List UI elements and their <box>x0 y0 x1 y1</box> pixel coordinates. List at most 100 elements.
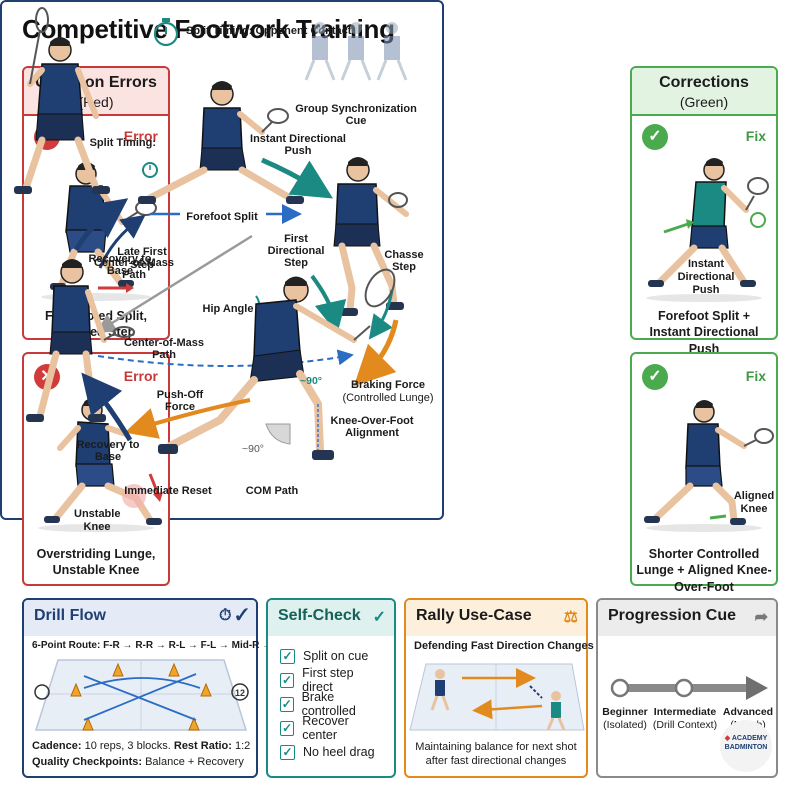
com-path-dashed-arrow <box>97 349 354 367</box>
rally-court-illustration <box>409 663 585 731</box>
checkbox-icon[interactable]: ✓ <box>280 720 295 736</box>
balance-scale-icon: ⚖ <box>563 609 578 626</box>
timer-12-label: 12 <box>235 688 245 698</box>
corrections-title: Corrections <box>659 74 749 91</box>
academy-logo: ◆ ACADEMY BADMINTON <box>720 720 772 772</box>
rest-ratio-label: Rest Ratio: <box>173 740 232 752</box>
self-check-title: Self-Check <box>278 607 361 624</box>
logo-shield-icon: ◆ <box>724 735 731 742</box>
checkpoints-label: Quality Checkpoints: <box>32 756 143 768</box>
controlled-lunge-label: (Controlled Lunge) <box>342 392 433 404</box>
chasse-step-player <box>333 157 409 316</box>
angle-90-bottom-label: ~90° <box>242 443 264 455</box>
cadence-line: Cadence: 10 reps, 3 blocks. Rest Ratio: … <box>32 740 250 752</box>
deep-lunge-player <box>158 268 396 460</box>
rally-caption: Maintaining balance for next shot after … <box>415 741 577 768</box>
checkbox-icon[interactable]: ✓ <box>280 648 295 664</box>
drill-flow-panel: Drill Flow ⏱ ✓ 6-Point Route: F-R → R-R … <box>22 598 302 778</box>
page-title: Competitive Footwork Training <box>22 14 395 44</box>
checkbox-icon[interactable]: ✓ <box>280 696 294 712</box>
aligned-knee-label: Aligned Knee <box>733 490 775 516</box>
controlled-lunge-illustration <box>644 400 774 532</box>
recovery-arrow-top-2 <box>98 214 146 269</box>
rally-subtitle: Defending Fast Direction Changes <box>414 640 594 652</box>
checkbox-icon[interactable]: ✓ <box>280 744 295 760</box>
stopwatch-icon <box>153 18 179 47</box>
self-check-item[interactable]: ✓Recover center <box>280 714 382 742</box>
self-check-list: ✓Split on cue ✓First step direct ✓Brake … <box>268 636 394 772</box>
stage-intermediate: Intermediate (Drill Context) <box>652 706 718 732</box>
split-step-player <box>138 81 304 204</box>
timer-check-icon: ⏱ ✓ <box>218 607 248 624</box>
drill-court-diagram: 12 <box>34 659 249 731</box>
small-stopwatch-icon <box>142 162 158 178</box>
error-badge-label: Error <box>123 368 158 384</box>
rally-use-case-panel: Rally Use-Case ⚖ Defending Fast Directio… <box>404 598 594 778</box>
main-diagram-panel: Split Timing: Opponent Contact Group Syn… <box>0 0 444 520</box>
check-circle-icon: ✓ <box>372 609 386 626</box>
error-caption-2: Overstriding Lunge, Unstable Knee <box>36 547 156 578</box>
group-sync-players <box>304 22 408 81</box>
forefoot-split-label: Forefoot Split <box>186 211 258 223</box>
error-badge-label: Error <box>123 128 158 144</box>
com-path-bottom-label: COM Path <box>246 485 299 497</box>
cadence-value: 10 reps, 3 blocks. <box>84 740 171 752</box>
braking-force-label: Braking Force <box>351 379 425 391</box>
fix-caption-2: Shorter Controlled Lunge + Aligned Knee-… <box>636 547 772 594</box>
self-check-panel: Self-Check ✓ ✓Split on cue ✓First step d… <box>266 598 396 778</box>
self-check-item[interactable]: ✓Brake controlled <box>280 690 356 718</box>
footwork-sequence-diagram: Split Timing: Opponent Contact Group Syn… <box>14 7 434 497</box>
recovery-player <box>26 259 135 422</box>
split-timing-label: Split Timing: <box>90 137 156 149</box>
recovery-arrow-top <box>73 198 129 252</box>
fix-badge-row: ✓ Fix <box>642 364 766 392</box>
com-path-upper-arrow <box>95 234 253 334</box>
rally-header: Rally Use-Case ⚖ <box>406 600 586 636</box>
drill-flow-title: Drill Flow <box>34 607 106 624</box>
rally-player-right <box>546 691 566 731</box>
self-check-item[interactable]: ✓Split on cue <box>280 644 382 668</box>
late-first-step-label: Late First Step <box>117 246 167 272</box>
corrections-header: Corrections (Green) <box>632 68 776 116</box>
unstable-knee-label: Unstable Knee <box>74 508 121 534</box>
corrections-card-2: ✓ Fix Aligned Knee Shorter Controlled Lu… <box>630 352 778 594</box>
hip-angle-label: Hip Angle <box>203 303 254 315</box>
cadence-label: Cadence: <box>32 740 82 752</box>
braking-force-arrow <box>353 319 399 387</box>
check-icon: ✓ <box>642 364 668 390</box>
drill-flow-header: Drill Flow ⏱ ✓ <box>24 600 256 636</box>
self-check-item[interactable]: ✓First step direct <box>280 666 382 694</box>
instant-push-arrow <box>261 157 334 199</box>
drill-route: 6-Point Route: F-R → R-R → R-L → F-L → M… <box>32 640 302 651</box>
fix-badge-row: ✓ Fix <box>642 124 766 152</box>
self-check-header: Self-Check ✓ <box>268 600 394 636</box>
fix-caption-1: Forefoot Split + Instant Directional Pus… <box>649 309 759 356</box>
progression-header: Progression Cue ➦ <box>598 600 776 636</box>
rest-ratio-value: 1:2 <box>235 740 251 752</box>
recovery-arrow-bottom <box>81 372 133 442</box>
instant-push-label: Instant Directional Push <box>677 258 735 297</box>
forefoot-split-player-illustration <box>646 158 769 302</box>
ready-stance-player <box>14 7 110 194</box>
corrections-subtitle: (Green) <box>679 94 729 110</box>
progression-title: Progression Cue <box>608 607 737 624</box>
progression-cue-panel: Progression Cue ➦ Beginner (Isolated) In… <box>596 598 778 778</box>
share-arrow-icon: ➦ <box>754 609 768 626</box>
self-check-item[interactable]: ✓No heel drag <box>280 740 382 764</box>
push-off-arrow <box>124 398 251 439</box>
progression-track <box>610 676 768 700</box>
check-icon: ✓ <box>642 124 668 150</box>
checkbox-icon[interactable]: ✓ <box>280 672 295 688</box>
first-step-arrow <box>310 274 347 334</box>
rally-player-left <box>430 669 450 711</box>
